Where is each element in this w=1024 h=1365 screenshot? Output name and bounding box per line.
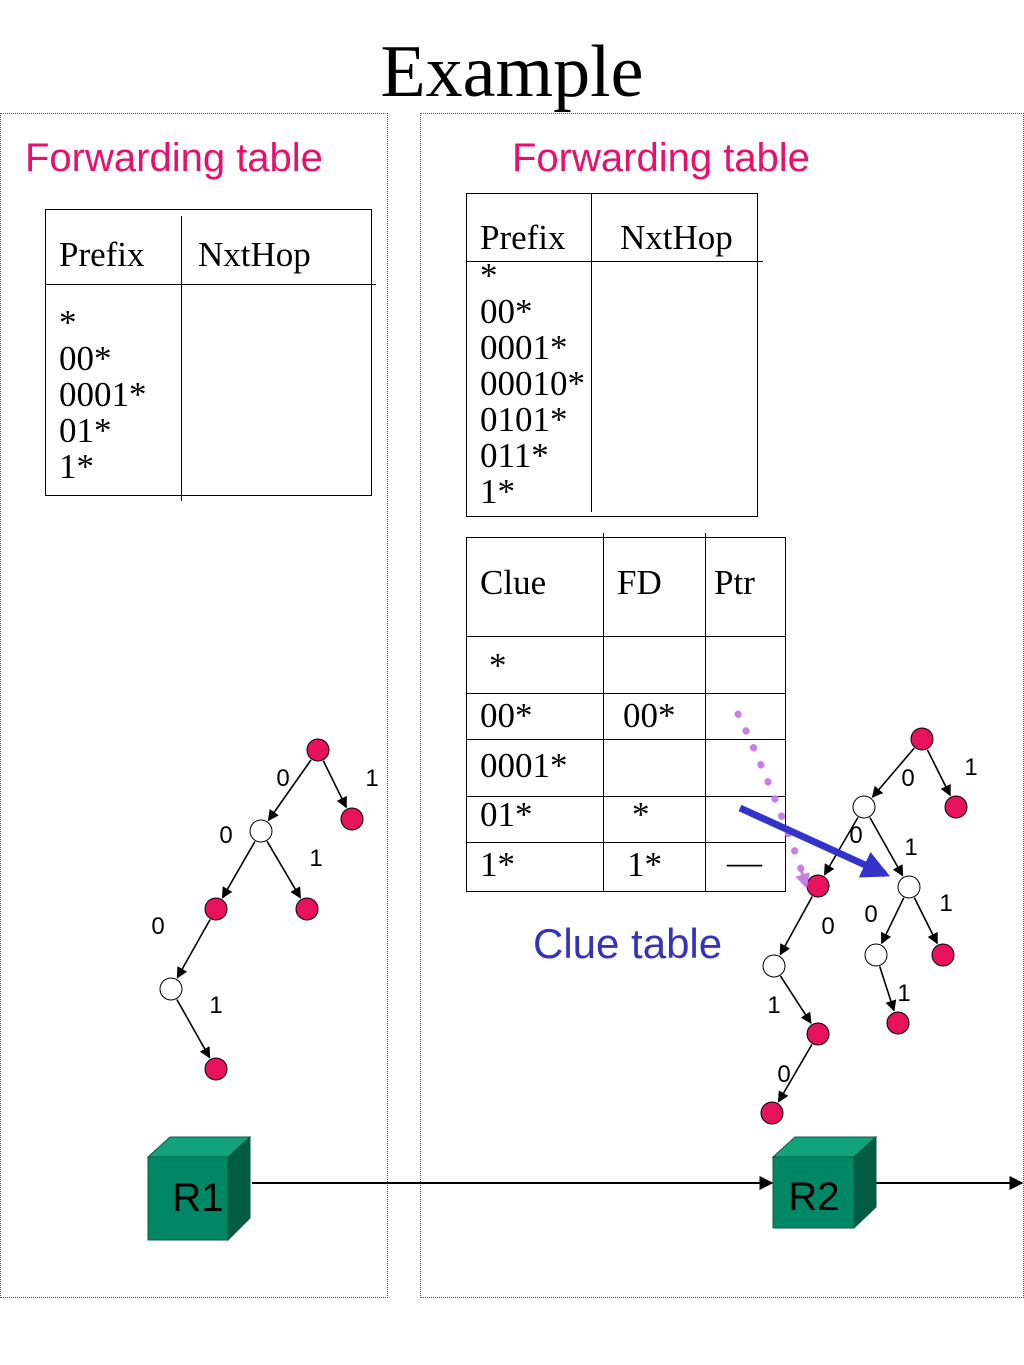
trie-empty-node xyxy=(159,977,183,1001)
trie-edge-label: 1 xyxy=(309,845,322,872)
nxthop-header: NxtHop xyxy=(620,218,733,257)
trie-edge-label: 0 xyxy=(276,765,289,792)
router-r2-label: R2 xyxy=(788,1175,839,1219)
trie-prefix-node xyxy=(910,727,934,751)
trie-prefix-node xyxy=(886,1011,910,1035)
trie-edge-label: 0 xyxy=(821,913,834,940)
clue-cell: * xyxy=(489,646,507,685)
clue-cell: 01* xyxy=(480,795,533,834)
trie-edge xyxy=(878,966,897,1012)
trie-prefix-node xyxy=(204,1057,228,1081)
router-r2: R2 xyxy=(771,1135,878,1230)
router-r1: R1 xyxy=(146,1135,252,1242)
row-divider xyxy=(467,636,785,637)
trie-prefix-node xyxy=(204,897,228,921)
trie-edge-label: 0 xyxy=(777,1061,790,1088)
trie-edge xyxy=(926,749,951,797)
trie-prefix-node xyxy=(295,897,319,921)
trie-edge-label: 0 xyxy=(849,822,862,849)
row-divider xyxy=(467,842,785,843)
trie-edge xyxy=(176,919,211,979)
trie-edge xyxy=(823,816,859,876)
trie-edge xyxy=(176,999,211,1059)
trie-edge xyxy=(777,1043,813,1103)
trie-edge xyxy=(869,817,904,877)
trie-edge xyxy=(871,747,915,798)
header-divider xyxy=(467,261,763,262)
header-divider xyxy=(46,284,376,285)
left-prefix-list: * 00* 0001* 01* 1* xyxy=(59,303,147,486)
slide-title: Example xyxy=(380,31,644,113)
trie-edge-label: 1 xyxy=(964,754,977,781)
row-divider xyxy=(467,739,785,740)
trie-edge xyxy=(266,840,302,899)
trie-prefix-node xyxy=(806,874,830,898)
nxthop-header: NxtHop xyxy=(198,235,311,274)
column-divider xyxy=(181,216,182,501)
right-forwarding-table-title: Forwarding table xyxy=(512,136,810,180)
router-r1-panel xyxy=(0,113,388,1298)
trie-edge-label: 1 xyxy=(939,890,952,917)
trie-prefix-node xyxy=(944,795,968,819)
trie-empty-node xyxy=(897,875,921,899)
clue-cell: 00* xyxy=(480,696,533,735)
trie-empty-node xyxy=(249,819,273,843)
ptr-cell: — xyxy=(727,843,762,882)
clue-header: Clue xyxy=(480,563,547,602)
clue-match-blue-arrow xyxy=(738,804,891,878)
trie-edge xyxy=(779,975,812,1025)
trie-edge-label: 1 xyxy=(209,992,222,1019)
row-divider xyxy=(467,693,785,694)
trie-edge-label: 0 xyxy=(219,822,232,849)
trie-edge-label: 0 xyxy=(151,913,164,940)
trie-prefix-node xyxy=(931,943,955,967)
column-divider xyxy=(591,194,592,512)
right-forwarding-table: Prefix NxtHop * 00* 0001* 00010* 0101* 0… xyxy=(466,193,763,517)
clue-cell: 0001* xyxy=(480,746,568,785)
trie-edge-label: 0 xyxy=(864,901,877,928)
trie-edge xyxy=(221,840,256,899)
left-forwarding-table: Prefix NxtHop * 00* 0001* 01* 1* xyxy=(45,209,376,501)
prefix-header: Prefix xyxy=(59,235,145,274)
fd-cell: 1* xyxy=(627,845,662,884)
trie-edge-label: 1 xyxy=(767,992,780,1019)
trie-edge xyxy=(880,897,905,945)
clue-cell: 1* xyxy=(480,845,515,884)
fd-header: FD xyxy=(617,563,662,602)
row-divider xyxy=(467,796,785,797)
trie-empty-node xyxy=(762,954,786,978)
clue-pointer-arrowhead xyxy=(795,865,810,889)
trie-prefix-node xyxy=(340,807,364,831)
clue-pointer-dotted-arrow xyxy=(734,710,809,884)
trie-edge xyxy=(913,897,938,945)
fd-cell: * xyxy=(632,795,650,834)
trie-edge xyxy=(322,760,347,809)
trie-edge xyxy=(779,896,813,956)
trie-edge-label: 1 xyxy=(365,765,378,792)
trie-edge-label: 1 xyxy=(897,980,910,1007)
right-prefix-list: * 00* 0001* 00010* 0101* 011* 1* xyxy=(480,256,585,511)
trie-edge-label: 1 xyxy=(904,834,917,861)
column-divider xyxy=(705,533,706,891)
router-r1-label: R1 xyxy=(172,1176,223,1220)
trie-edge-label: 0 xyxy=(901,765,914,792)
clue-table-caption: Clue table xyxy=(533,920,723,967)
trie-edge xyxy=(267,759,312,822)
trie-prefix-node xyxy=(806,1022,830,1046)
trie-prefix-node xyxy=(306,738,330,762)
fd-cell: 00* xyxy=(623,696,676,735)
ptr-header: Ptr xyxy=(714,563,755,602)
clue-table: Clue FD Ptr * 00* 00* 0001* 01* * 1* 1* … xyxy=(466,533,786,892)
prefix-header: Prefix xyxy=(480,218,566,257)
column-divider xyxy=(603,533,604,891)
left-forwarding-table-title: Forwarding table xyxy=(25,136,323,180)
trie-empty-node xyxy=(864,943,888,967)
trie-empty-node xyxy=(852,795,876,819)
trie-prefix-node xyxy=(760,1101,784,1125)
